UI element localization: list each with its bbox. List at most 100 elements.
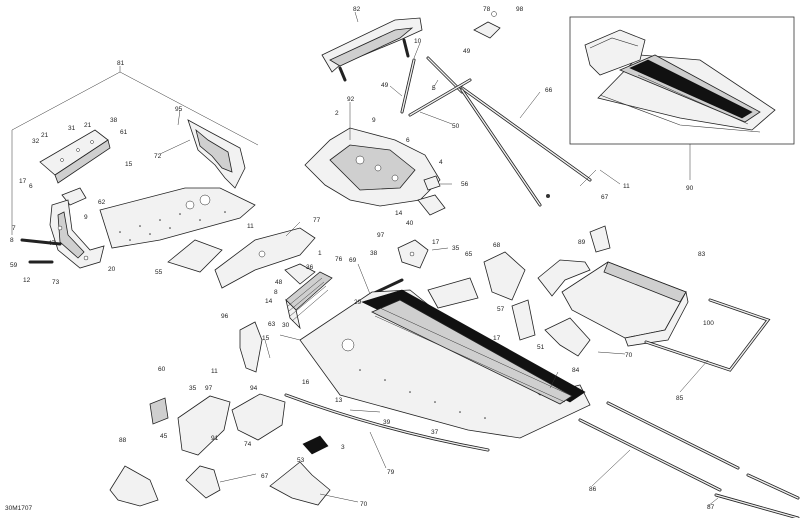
callout-c89: 89 xyxy=(578,239,586,246)
callout-c35b: 35 xyxy=(189,385,197,392)
callout-c86: 86 xyxy=(589,486,597,493)
part-bracket-67b xyxy=(185,465,221,499)
part-small-assembly-78 xyxy=(473,11,501,39)
callout-c11b: 11 xyxy=(623,183,630,190)
callout-c3: 3 xyxy=(341,444,345,451)
part-bumper-plate xyxy=(39,129,111,184)
callout-c92: 92 xyxy=(347,96,355,103)
callout-c40: 40 xyxy=(406,220,414,227)
part-bracket-96 xyxy=(239,321,263,373)
callout-c7: 7 xyxy=(12,225,16,232)
callout-c72: 72 xyxy=(154,153,162,160)
part-tunnel xyxy=(299,289,591,439)
callout-c38b: 38 xyxy=(370,250,378,257)
callout-c97b: 97 xyxy=(205,385,213,392)
callout-c74: 74 xyxy=(244,441,252,448)
callout-c15a: 15 xyxy=(125,161,133,168)
part-front-support xyxy=(49,199,105,269)
part-bracket-70a xyxy=(544,317,591,357)
callout-c21a: 21 xyxy=(84,122,92,129)
callout-c67a: 67 xyxy=(601,194,609,201)
part-plate-55 xyxy=(167,239,223,273)
callout-c53: 53 xyxy=(297,457,305,464)
callout-c77: 77 xyxy=(313,217,321,224)
callout-c1: 1 xyxy=(318,250,322,257)
callout-labels: 82 78 98 10 49 49 5 66 50 9 92 2 6 81 95… xyxy=(5,6,715,512)
callout-c35a: 35 xyxy=(452,245,460,252)
callout-c69: 69 xyxy=(349,257,357,264)
callout-c13: 13 xyxy=(335,397,343,404)
callout-c62: 62 xyxy=(98,199,106,206)
part-steering-support xyxy=(321,17,423,82)
callout-c15b: 15 xyxy=(262,335,270,342)
callout-c8: 8 xyxy=(10,237,14,244)
callout-c9a: 9 xyxy=(372,117,376,124)
diagram-code: 30M1707 xyxy=(5,505,32,512)
part-tunnel-rods xyxy=(460,86,592,207)
callout-c55: 55 xyxy=(155,269,163,276)
callout-c31: 31 xyxy=(68,125,76,132)
callout-c4: 4 xyxy=(439,159,443,166)
callout-c90: 90 xyxy=(686,185,694,192)
part-belly-panel xyxy=(99,187,256,249)
callout-c5: 5 xyxy=(432,85,436,92)
callout-c37: 37 xyxy=(431,429,439,436)
leader-lines xyxy=(159,11,719,507)
part-rear-bumper xyxy=(644,298,771,372)
callout-c49b: 49 xyxy=(381,82,389,89)
part-bracket-67 xyxy=(589,225,611,253)
callout-c49a: 49 xyxy=(463,48,471,55)
part-heat-exchanger xyxy=(285,271,333,330)
callout-c82: 82 xyxy=(353,6,361,13)
callout-c56: 56 xyxy=(461,181,469,188)
callout-c14b: 14 xyxy=(265,298,273,305)
callout-c67b: 67 xyxy=(261,473,269,480)
callout-c29: 29 xyxy=(354,299,362,306)
callout-c68: 68 xyxy=(493,242,501,249)
callout-c94: 94 xyxy=(250,385,258,392)
part-side-bracket xyxy=(187,119,246,189)
callout-c70b: 70 xyxy=(360,501,368,508)
callout-c88: 88 xyxy=(119,437,127,444)
inset-frame-view xyxy=(569,16,795,180)
callout-c16: 16 xyxy=(302,379,310,386)
callout-c11a: 11 xyxy=(247,223,254,230)
part-plate-60 xyxy=(149,397,169,425)
callout-c10: 10 xyxy=(414,38,422,45)
callout-c45: 45 xyxy=(160,433,168,440)
part-block-53 xyxy=(302,435,329,455)
part-bracket-65 xyxy=(427,277,479,309)
callout-c6b: 6 xyxy=(29,183,33,190)
part-gusset-right xyxy=(483,251,526,301)
callout-c87: 87 xyxy=(707,504,715,511)
callout-c70a: 70 xyxy=(625,352,633,359)
callout-c20: 20 xyxy=(108,266,116,273)
callout-c6: 6 xyxy=(406,137,410,144)
callout-c73: 73 xyxy=(52,279,60,286)
part-rod-7 xyxy=(20,238,62,246)
callout-c59: 59 xyxy=(10,262,18,269)
callout-c51: 51 xyxy=(537,344,545,351)
callout-c98: 98 xyxy=(516,6,524,13)
callout-c63: 63 xyxy=(268,321,276,328)
part-bracket-51 xyxy=(511,299,536,341)
part-chassis-center xyxy=(304,127,441,207)
callout-c96: 96 xyxy=(221,313,229,320)
group-81-bracket xyxy=(11,66,259,235)
part-housing-83 xyxy=(561,261,689,347)
callout-c66: 66 xyxy=(545,87,553,94)
callout-c21b: 21 xyxy=(41,132,49,139)
callout-c39: 39 xyxy=(383,419,391,426)
callout-c2: 2 xyxy=(335,110,339,117)
callout-c95: 95 xyxy=(175,106,183,113)
part-bracket-56 xyxy=(417,194,446,216)
callout-c48: 48 xyxy=(275,279,283,286)
callout-c60: 60 xyxy=(158,366,166,373)
callout-c9b: 9 xyxy=(84,214,88,221)
callout-c81: 81 xyxy=(117,60,125,67)
callout-c17c: 17 xyxy=(493,335,501,342)
callout-c84: 84 xyxy=(572,367,580,374)
part-plate-74 xyxy=(231,393,286,441)
callout-c100: 100 xyxy=(703,320,714,327)
